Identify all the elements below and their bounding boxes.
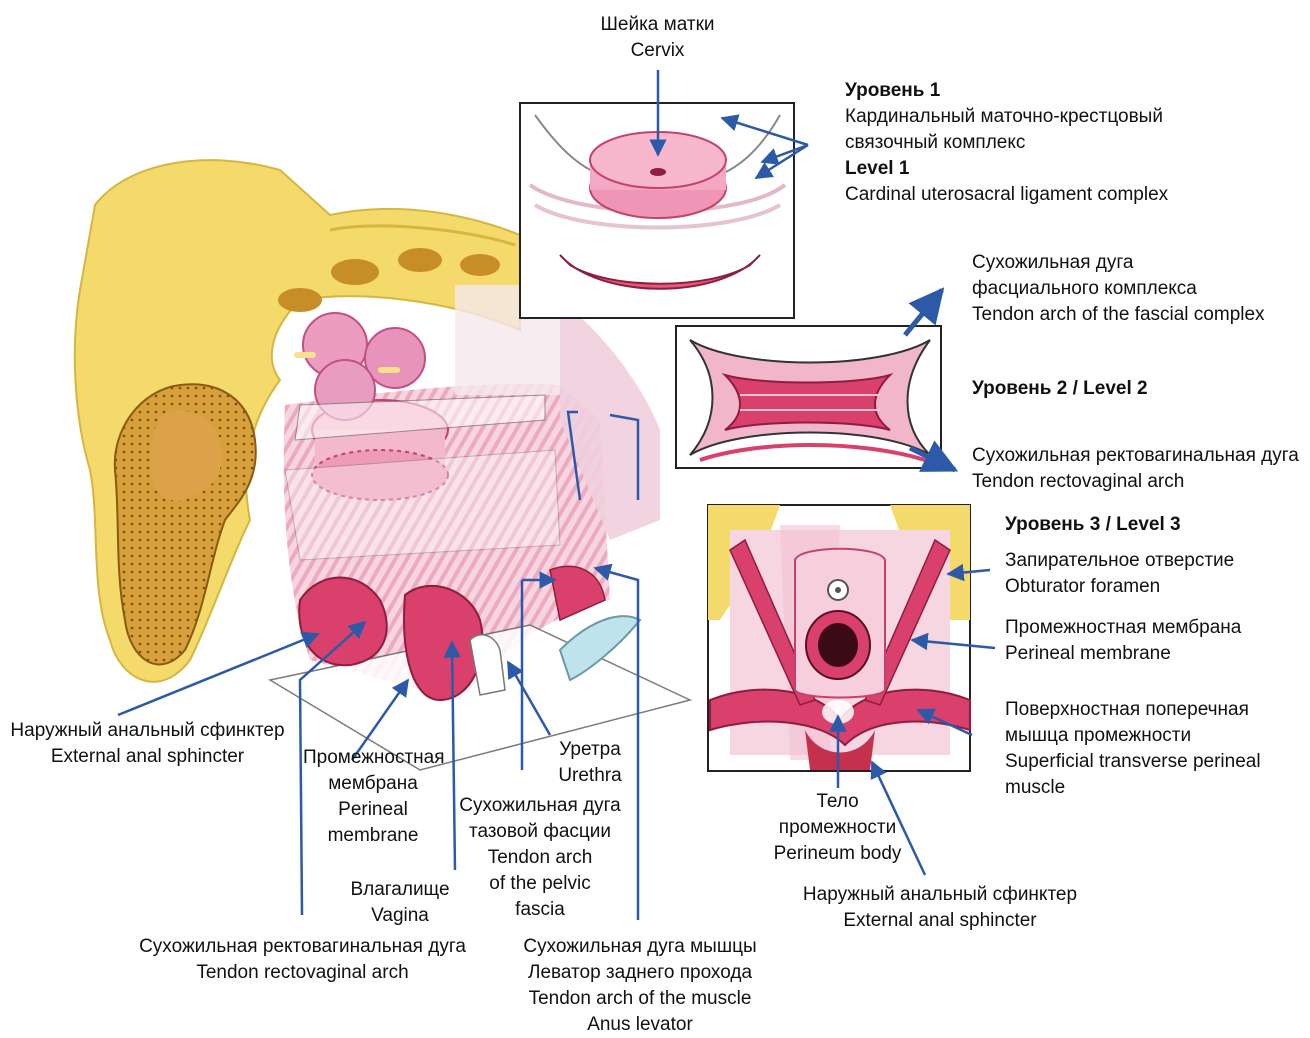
label-superficial-transverse: Поверхностная поперечная мышца промежнос… <box>1005 697 1261 801</box>
label-cervix: Шейка матки Cervix <box>575 12 740 64</box>
label-obturator: Запирательное отверстие Obturator forame… <box>1005 548 1234 600</box>
label-pelvic-fascia-arch: Сухожильная дуга тазовой фасции Tendon a… <box>440 793 640 923</box>
label-fascial-arch: Сухожильная дуга фасциального комплекса … <box>972 250 1265 328</box>
pelvic-floor-tissue <box>270 285 690 770</box>
label-urethra: Уретра Urethra <box>540 737 640 789</box>
label-muscle-arch: Сухожильная дуга мышцы Леватор заднего п… <box>505 934 775 1038</box>
label-level3: Уровень 3 / Level 3 <box>1005 512 1181 538</box>
level2-inset <box>676 326 941 468</box>
label-vagina: Влагалище Vagina <box>345 877 455 929</box>
label-anal-sphincter-right: Наружный анальный сфинктер External anal… <box>770 882 1110 934</box>
label-rectovaginal-right: Сухожильная ректовагинальная дуга Tendon… <box>972 443 1299 495</box>
label-level2: Уровень 2 / Level 2 <box>972 376 1148 402</box>
label-level1: Уровень 1 Кардинальный маточно-крестцовы… <box>845 78 1168 208</box>
label-perineum-body: Тело промежности Perineum body <box>755 789 920 867</box>
label-perineal-membrane-left: Промежностная мембрана Perineal membrane <box>303 745 443 849</box>
label-rectovaginal-left: Сухожильная ректовагинальная дуга Tendon… <box>125 934 480 986</box>
label-anal-sphincter-left: Наружный анальный сфинктер External anal… <box>5 718 290 770</box>
label-perineal-membrane-right: Промежностная мембрана Perineal membrane <box>1005 615 1241 667</box>
